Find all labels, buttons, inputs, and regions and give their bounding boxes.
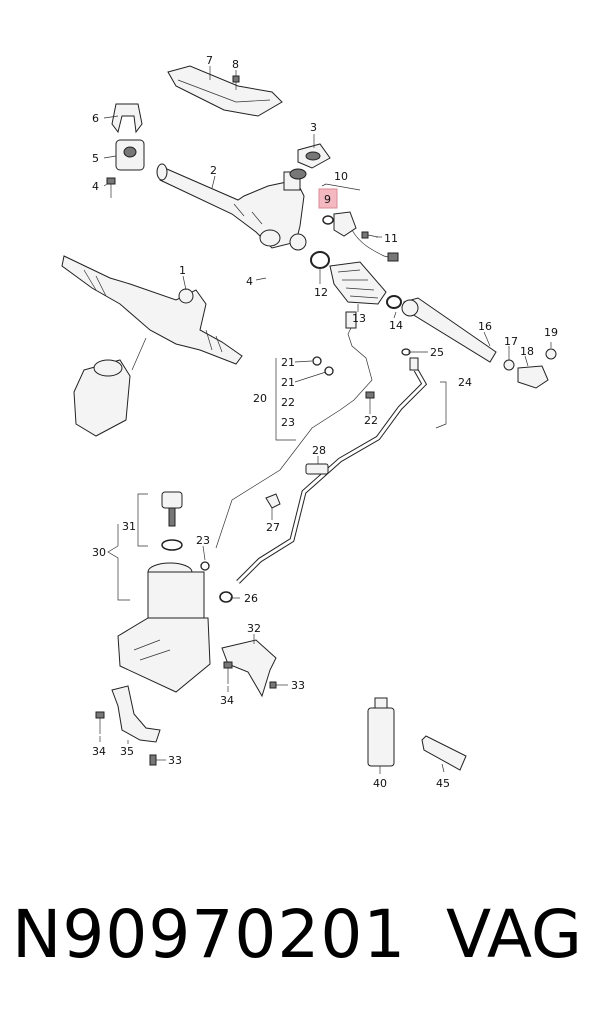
clip-part-14 <box>386 295 402 309</box>
callout-6: 6 <box>92 112 99 125</box>
hose-clamp-part-26 <box>219 591 233 603</box>
tie-rod-part <box>401 297 497 363</box>
fitting-part-23 <box>200 561 210 571</box>
callout-7: 7 <box>206 54 213 67</box>
callout-24: 24 <box>458 376 472 389</box>
callout-25: 25 <box>430 346 444 359</box>
callout-1: 1 <box>179 264 186 277</box>
callout-31: 31 <box>122 520 136 533</box>
callout-12: 12 <box>314 286 328 299</box>
callout-3: 3 <box>310 121 317 134</box>
brand-label: VAG <box>446 896 583 973</box>
callout-45: 45 <box>436 777 450 790</box>
clamp-bracket-part <box>111 103 143 134</box>
screw-part-33a <box>269 681 277 689</box>
return-hose-part <box>236 357 428 584</box>
callout-4a: 4 <box>92 180 99 193</box>
pressure-line-part <box>215 311 373 549</box>
callout-10: 10 <box>334 170 348 183</box>
callout-28: 28 <box>312 444 326 457</box>
callout-14: 14 <box>389 319 403 332</box>
callout-21a: 21 <box>281 356 295 369</box>
callout-5: 5 <box>92 152 99 165</box>
steering-rack-part <box>156 163 307 251</box>
o-ring-part-21a <box>312 356 322 366</box>
callout-35: 35 <box>120 745 134 758</box>
highlight-box <box>318 188 338 209</box>
o-ring-part-9 <box>322 215 334 225</box>
screw-part-11 <box>361 231 379 239</box>
callout-13: 13 <box>352 312 366 325</box>
pump-unit-part <box>117 562 211 693</box>
callout-23a: 23 <box>281 416 295 429</box>
bracket-part-28 <box>305 463 329 475</box>
callout-40: 40 <box>373 777 387 790</box>
support-bracket-part-35 <box>111 685 161 743</box>
callout-27: 27 <box>266 521 280 534</box>
rubber-bushing-part <box>115 139 145 171</box>
reservoir-cap-part <box>161 491 183 551</box>
callout-2: 2 <box>210 164 217 177</box>
callout-17: 17 <box>504 335 518 348</box>
callout-4b: 4 <box>246 275 253 288</box>
bolt-part-4a <box>106 177 116 198</box>
nut-part-19 <box>545 348 557 360</box>
callout-26: 26 <box>244 592 258 605</box>
callout-33a: 33 <box>291 679 305 692</box>
heat-shield-part <box>167 65 283 117</box>
callout-32: 32 <box>247 622 261 635</box>
callout-20: 20 <box>253 392 267 405</box>
callout-33b: 33 <box>168 754 182 767</box>
callout-22a: 22 <box>281 396 295 409</box>
callout-16: 16 <box>478 320 492 333</box>
rubber-mount-part <box>297 143 331 169</box>
fluid-bottle-part <box>367 697 395 767</box>
seal-ring-part <box>310 251 330 269</box>
part-number: N90970201 <box>12 896 407 973</box>
bolt-part-34b <box>95 711 105 734</box>
callout-11: 11 <box>384 232 398 245</box>
callout-18: 18 <box>520 345 534 358</box>
callout-34a: 34 <box>220 694 234 707</box>
callout-19: 19 <box>544 326 558 339</box>
callout-9: 9 <box>324 193 331 206</box>
leader-lines <box>99 66 552 774</box>
tie-rod-end-part <box>517 365 549 389</box>
clip-part-27 <box>265 493 281 509</box>
screw-part-33b <box>149 754 157 766</box>
callout-22b: 22 <box>364 414 378 427</box>
bolt-part-34a <box>223 661 233 684</box>
grease-tube-part <box>421 735 467 771</box>
callout-23b: 23 <box>196 534 210 547</box>
bolt-part-22 <box>365 391 375 410</box>
sensor-part <box>333 211 399 262</box>
complete-rack-assembly-part <box>61 255 243 437</box>
callout-21b: 21 <box>281 376 295 389</box>
callout-34b: 34 <box>92 745 106 758</box>
o-ring-part-21b <box>324 366 334 376</box>
callout-8: 8 <box>232 58 239 71</box>
parts-exploded-diagram: 1 2 3 4 4 5 6 7 8 9 10 11 12 13 14 16 17… <box>61 54 558 790</box>
steering-boot-part <box>329 261 387 305</box>
callout-30: 30 <box>92 546 106 559</box>
callout-labels: 1 2 3 4 4 5 6 7 8 9 10 11 12 13 14 16 17… <box>92 54 558 790</box>
nut-part-17 <box>503 359 515 371</box>
